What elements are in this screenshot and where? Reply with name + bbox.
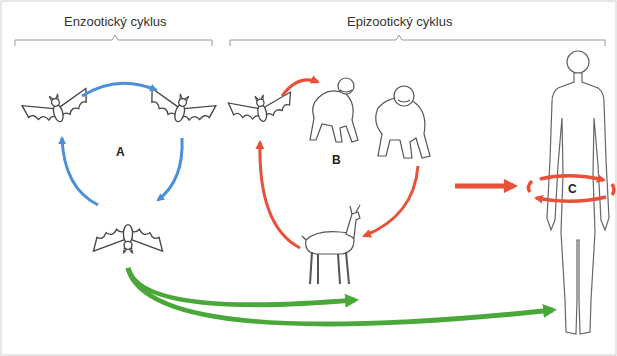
cycle-heading: Enzootický cyklus bbox=[64, 14, 167, 30]
cycle-letter: A bbox=[115, 145, 126, 159]
cycle-letter: B bbox=[331, 153, 342, 167]
cycle-heading: Epizootický cyklus bbox=[347, 14, 452, 30]
cycle-letter: C bbox=[567, 182, 578, 196]
